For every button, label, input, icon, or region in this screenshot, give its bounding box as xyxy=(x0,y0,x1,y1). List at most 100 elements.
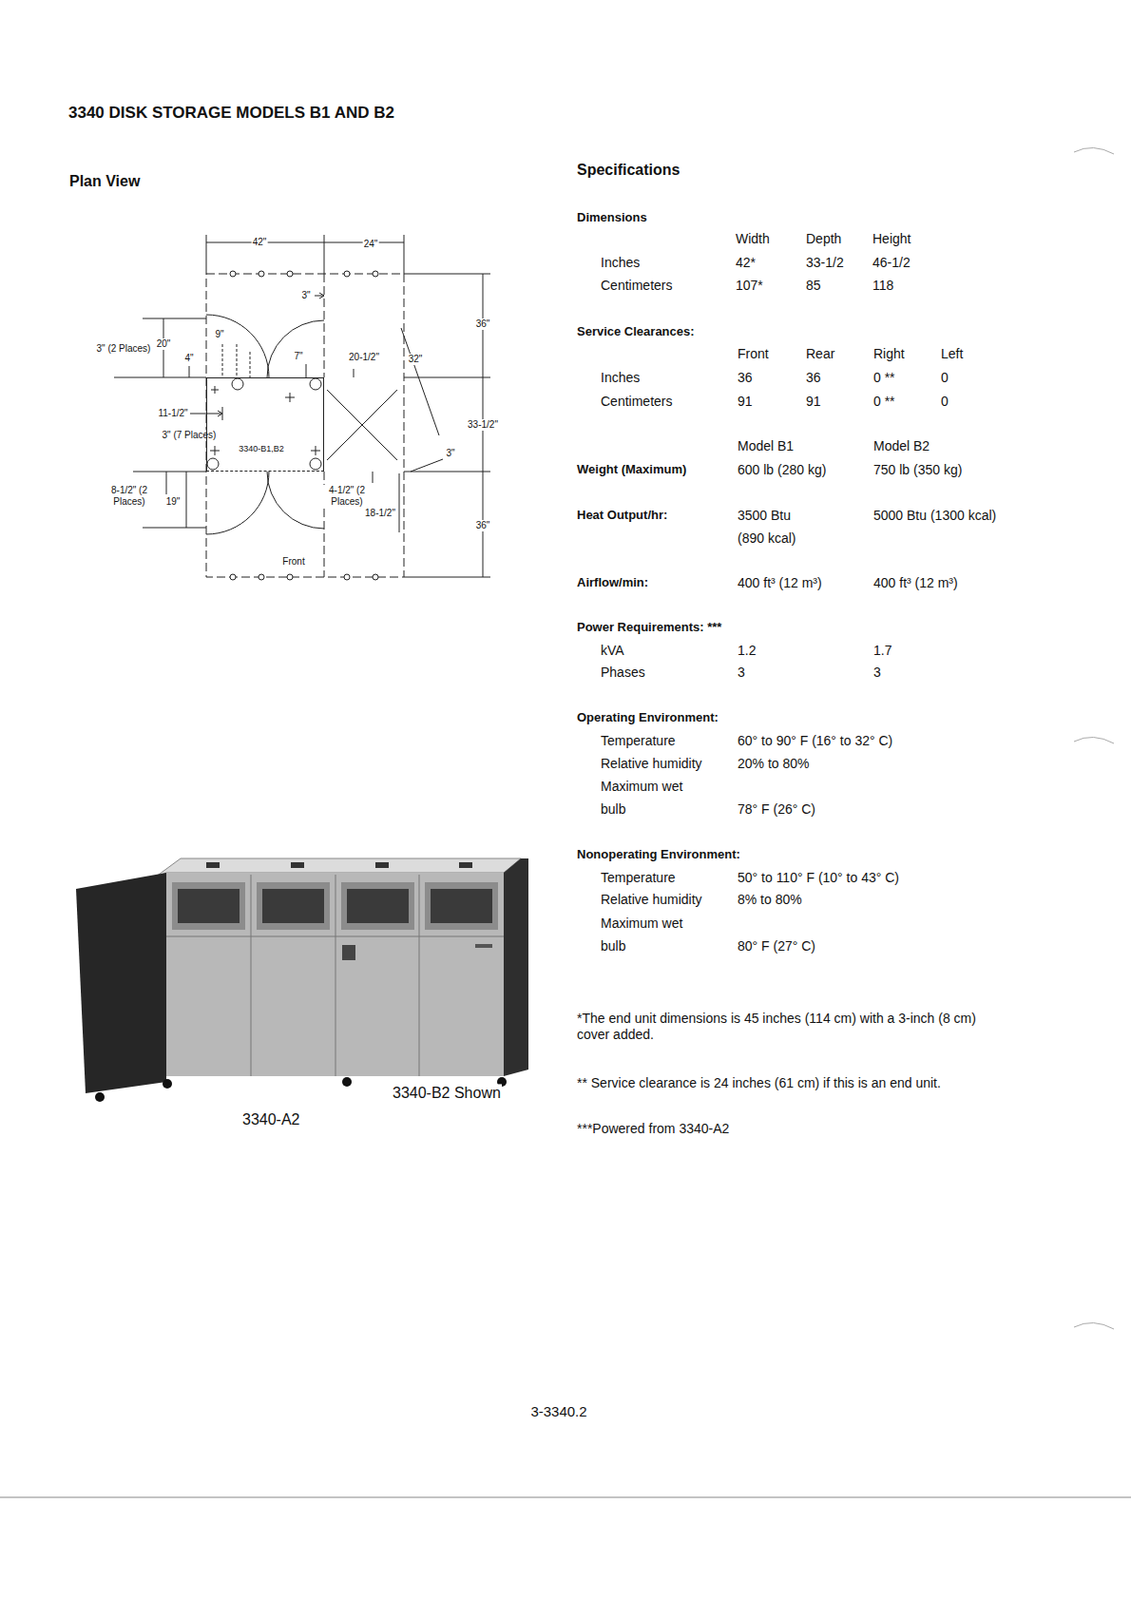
plan-view xyxy=(114,234,491,580)
footnote: *The end unit dimensions is 45 inches (1… xyxy=(575,1010,1011,1043)
end-panel xyxy=(503,858,529,1076)
margin-marks xyxy=(1073,147,1114,1329)
dimension-label: 19" xyxy=(165,496,182,508)
spec-text: bulb xyxy=(599,938,627,955)
dimension-label: 20-1/2" xyxy=(347,351,381,364)
window-frame xyxy=(424,881,499,930)
dot xyxy=(230,270,236,277)
spec-text: 60° to 90° F (16° to 32° C) xyxy=(736,732,894,749)
spec-text: Service Clearances: xyxy=(575,324,696,340)
dot xyxy=(287,270,293,277)
section-heading: Specifications xyxy=(575,160,681,179)
dot xyxy=(287,574,293,580)
dimension-label: 42" xyxy=(251,236,269,249)
dimension-line xyxy=(249,351,251,378)
window-frame xyxy=(341,881,415,930)
dimension-label: 8-1/2" (2 Places) xyxy=(97,484,161,508)
section-heading: Plan View xyxy=(68,172,141,191)
spec-text: Power Requirements: *** xyxy=(575,619,723,635)
spec-text: Heat Output/hr: xyxy=(575,507,669,523)
spec-text: Right xyxy=(872,345,906,363)
extension-line xyxy=(206,234,208,274)
spec-text: 3 xyxy=(736,664,747,681)
service-area xyxy=(206,273,404,577)
disk-cabinet-photo xyxy=(76,858,529,1102)
caster xyxy=(95,1092,105,1102)
spec-text: 1.2 xyxy=(736,642,757,659)
extension-line xyxy=(403,471,491,473)
unit xyxy=(341,862,415,930)
extension-line xyxy=(403,234,405,274)
spec-text: Model B1 xyxy=(736,438,795,455)
door-swing xyxy=(326,389,398,461)
unit xyxy=(256,862,330,930)
margin-mark xyxy=(1073,1322,1114,1329)
page-title: 3340 DISK STORAGE MODELS B1 AND B2 xyxy=(67,103,396,123)
door-seam xyxy=(250,874,252,1076)
dot xyxy=(344,270,350,277)
dimension-label: 20" xyxy=(155,338,173,350)
spec-text: 0 xyxy=(939,369,950,386)
spec-text: Rear xyxy=(805,345,836,363)
spec-text: 91 xyxy=(736,393,754,410)
page-number: 3-3340.2 xyxy=(529,1402,588,1420)
page-rule xyxy=(0,1496,1131,1498)
cabinet-outline: 3340-B1,B2 xyxy=(206,377,325,472)
top-plate xyxy=(290,862,305,868)
door-swing xyxy=(326,389,398,461)
caster xyxy=(309,458,322,470)
dimension-label: 7" xyxy=(292,350,304,363)
dimension-line xyxy=(372,471,374,483)
caster xyxy=(162,1078,173,1089)
spec-text: 33-1/2 xyxy=(805,254,845,271)
leader-line xyxy=(410,459,443,472)
spec-text: Height xyxy=(871,230,912,248)
spec-text: Depth xyxy=(805,230,843,248)
dimension-label: 9" xyxy=(213,328,225,341)
spec-text: 5000 Btu (1300 kcal) xyxy=(872,507,997,524)
spec-text: 0 ** xyxy=(872,369,897,386)
spec-text: Temperature xyxy=(599,869,677,886)
caster xyxy=(342,1076,352,1087)
spec-text: Nonoperating Environment: xyxy=(575,846,742,863)
caster xyxy=(309,378,322,390)
dimension-line xyxy=(353,368,355,378)
window xyxy=(430,888,493,923)
spec-text: 0 ** xyxy=(872,393,897,410)
dimension-label: 24" xyxy=(363,238,380,250)
dashed-line xyxy=(324,273,326,378)
spec-text: 85 xyxy=(805,277,823,294)
dimension-label: 3" (7 Places) xyxy=(160,429,218,441)
dimension-line xyxy=(166,471,168,495)
dimension-label: 11-1/2" xyxy=(156,407,189,420)
arrow-head xyxy=(319,292,325,299)
spec-text: 3500 Btu xyxy=(736,507,792,524)
spec-text: bulb xyxy=(599,801,627,818)
spec-text: 1.7 xyxy=(872,642,893,659)
arrow-head xyxy=(217,410,223,417)
door-swing xyxy=(267,320,325,378)
photo-caption: 3340-A2 xyxy=(241,1110,302,1129)
name-plate xyxy=(475,943,493,948)
spec-text: 42* xyxy=(734,254,757,271)
extension-line xyxy=(114,377,207,379)
spec-text: 750 lb (350 kg) xyxy=(872,461,963,479)
spec-text: Front xyxy=(736,345,770,363)
window-frame xyxy=(172,881,246,930)
tick xyxy=(222,406,224,421)
plus-mark xyxy=(310,445,321,456)
dash-dots xyxy=(230,270,379,580)
spec-text: Relative humidity xyxy=(599,755,704,772)
spec-text: (890 kcal) xyxy=(736,530,797,547)
spec-text: Maximum wet xyxy=(599,915,684,932)
plus-mark xyxy=(210,445,220,456)
dimension-label: 36" xyxy=(475,519,492,532)
plus-mark xyxy=(210,385,219,394)
dot xyxy=(230,574,236,580)
extension-line xyxy=(324,234,326,274)
dot xyxy=(258,574,265,580)
spec-text: Temperature xyxy=(599,732,677,749)
spec-text: Centimeters xyxy=(599,277,673,294)
margin-mark xyxy=(1073,147,1114,154)
spec-text: 78° F (26° C) xyxy=(736,801,817,818)
